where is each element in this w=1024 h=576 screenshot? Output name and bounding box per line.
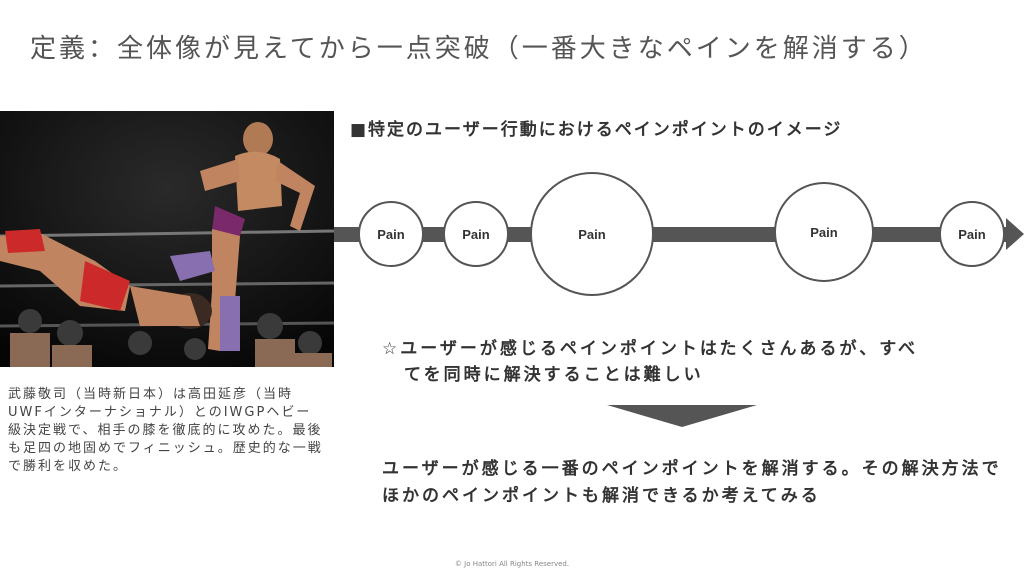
pain-circle-5 <box>939 201 1005 267</box>
copyright: © Jo Hattori All Rights Reserved. <box>454 560 570 568</box>
timeline-arrow-head <box>1006 218 1024 250</box>
timeline-diagram: Pain Pain Pain Pain Pain <box>334 172 1024 296</box>
statement: ☆ユーザーが感じるペインポイントはたくさんあるが、すべ てを同時に解決することは… <box>382 336 918 388</box>
section-subtitle: ■特定のユーザー行動におけるペインポイントのイメージ <box>350 120 843 140</box>
conclusion: ユーザーが感じる一番のペインポイントを解消する。その解決方法でほかのペインポイン… <box>382 459 1002 506</box>
pain-circle-2 <box>443 201 509 267</box>
wrestling-photo <box>0 111 334 367</box>
slide-title: 定義：全体像が見えてから一点突破（一番大きなペインを解消する） <box>30 34 928 64</box>
wrestling-photo-image <box>0 111 334 367</box>
pain-point-timeline: Pain Pain Pain Pain Pain <box>334 168 1024 308</box>
pain-circle-1 <box>358 201 424 267</box>
pain-label-1: Pain <box>377 227 405 242</box>
pain-circle-3 <box>530 172 654 296</box>
pain-label-2: Pain <box>462 227 490 242</box>
down-arrow-icon <box>607 405 757 431</box>
timeline-arrow-shaft <box>334 227 1008 242</box>
pain-label-4: Pain <box>810 225 838 240</box>
photo-caption: 武藤敬司（当時新日本）は高田延彦（当時UWFインターナショナル）とのIWGPヘビ… <box>8 387 323 474</box>
statement-line-1: ☆ユーザーが感じるペインポイントはたくさんあるが、すべ <box>382 339 919 359</box>
pain-label-5: Pain <box>958 227 986 242</box>
statement-line-2: てを同時に解決することは難しい <box>404 365 704 385</box>
pain-label-3: Pain <box>578 227 606 242</box>
pain-circle-4 <box>774 182 874 282</box>
